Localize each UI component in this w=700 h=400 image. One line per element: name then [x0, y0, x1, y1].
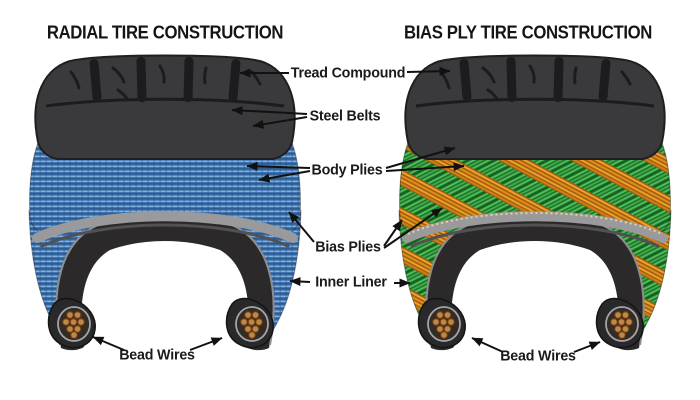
radial-left-bead [47, 297, 97, 349]
bias-left-bead [417, 297, 467, 349]
bias-tire-tread [403, 54, 667, 161]
radial-tire-illustration [28, 54, 302, 352]
label-bias-plies: Bias Plies [315, 238, 381, 256]
bias-title: BIAS PLY TIRE CONSTRUCTION [404, 22, 652, 43]
label-inner-liner: Inner Liner [315, 273, 387, 291]
radial-title: RADIAL TIRE CONSTRUCTION [46, 22, 284, 43]
label-steel-belts: Steel Belts [309, 107, 381, 125]
label-bead-wires-left: Bead Wires [119, 346, 195, 364]
label-bead-wires-right: Bead Wires [500, 347, 576, 365]
bias-tire-illustration [398, 54, 672, 352]
radial-tire-tread [33, 54, 297, 161]
label-tread-compound: Tread Compound [290, 64, 406, 82]
label-body-plies: Body Plies [311, 161, 383, 179]
